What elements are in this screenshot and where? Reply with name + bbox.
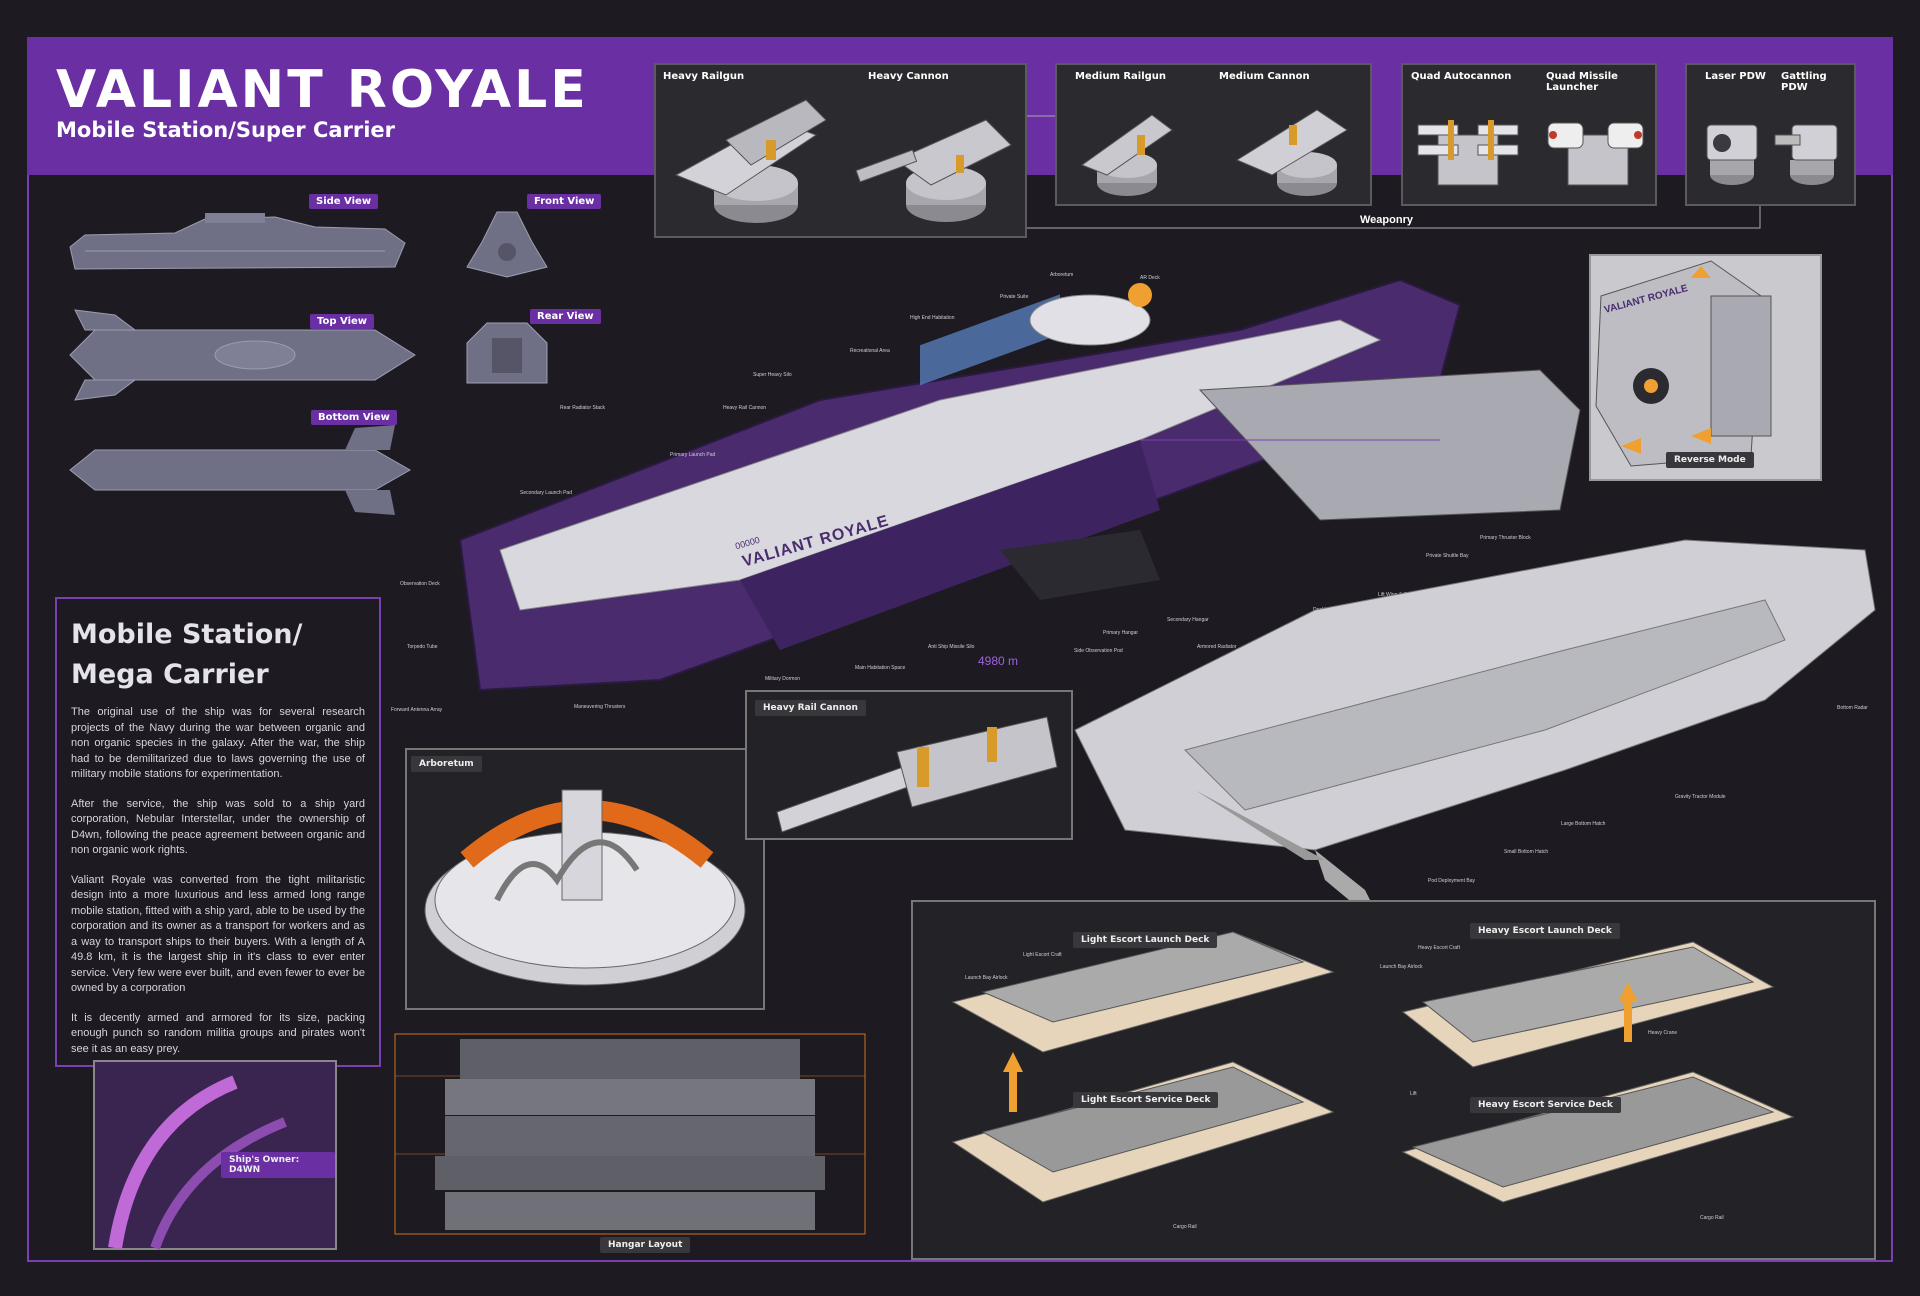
hangar-layout-illustration [394, 1033, 866, 1235]
description-paragraph: Valiant Royale was converted from the ti… [71, 873, 365, 995]
deck-callout: Launch Bay Airlock [965, 975, 1008, 981]
deck-callout: Heavy Escort Craft [1418, 945, 1460, 951]
arboretum-label: Arboretum [411, 756, 482, 772]
weapon-label: Heavy Railgun [663, 71, 745, 82]
description-heading-line-1: Mobile Station/ [71, 619, 303, 650]
top-view-tag: Top View [310, 314, 375, 329]
ship-callout: Observation Deck [400, 581, 440, 587]
rear-radiator-callout: Rear Radiator Stack [560, 405, 606, 411]
ship-callout: Private Suite [1000, 294, 1029, 300]
front-view-illustration [466, 211, 548, 278]
weapon-panel-medium: Medium Railgun Medium Cannon [1055, 63, 1372, 206]
weapon-label: Quad Missile Launcher [1546, 71, 1618, 93]
page-title: VALIANT ROYALE [56, 60, 589, 120]
weapon-label: Heavy Cannon [868, 71, 949, 82]
reverse-mode-label: Reverse Mode [1666, 452, 1754, 468]
ship-callout: Military Dormon [765, 676, 801, 682]
escort-decks-panel: Light Escort Launch Deck Light Escort Se… [911, 900, 1876, 1260]
reverse-mode-panel: VALIANT ROYALE Reverse Mode [1589, 254, 1822, 481]
description-paragraph: It is decently armed and armored for its… [71, 1011, 365, 1055]
ship-callout: AR Deck [1140, 275, 1160, 281]
bottom-ship-callout: Large Bottom Hatch [1561, 821, 1606, 827]
deck-callout: Cargo Rail [1173, 1224, 1197, 1230]
bottom-view-illustration [69, 425, 412, 515]
weapon-panel-quad: Quad Autocannon Quad Missile Launcher [1401, 63, 1657, 206]
weapon-panel-heavy: Heavy Railgun Heavy Cannon [654, 63, 1027, 238]
bottom-ship-callout: Bottom Radar [1837, 705, 1868, 711]
heavy-rail-cannon-label: Heavy Rail Cannon [755, 700, 866, 716]
description-heading-line-2: Mega Carrier [71, 659, 269, 690]
reverse-mode-illustration [1591, 256, 1820, 479]
weapon-label: Gattling PDW [1781, 71, 1827, 93]
ship-callout: Side Observation Pod [1074, 648, 1123, 654]
bottom-ship-callout: Small Bottom Hatch [1504, 849, 1549, 855]
top-view-illustration [69, 309, 416, 401]
side-view-illustration [69, 213, 406, 270]
rear-view-illustration [466, 322, 548, 384]
quad-weapons-illustration [1417, 120, 1644, 186]
ship-callout: Arboretum [1050, 272, 1074, 278]
ship-callout: Primary Hangar [1103, 630, 1139, 636]
deck-callout: Light Escort Craft [1023, 952, 1062, 958]
light-launch-deck-label: Light Escort Launch Deck [1073, 932, 1218, 948]
side-view-tag: Side View [309, 194, 379, 209]
ship-callout: Recreational Area [850, 348, 890, 354]
deck-callout: Heavy Crane [1648, 1030, 1678, 1036]
weapon-panel-pdw: Laser PDW Gattling PDW [1685, 63, 1856, 206]
ship-callout: Main Habitation Space [855, 665, 906, 671]
ship-callout: Maneuvering Thrusters [574, 704, 626, 710]
description-panel: Mobile Station/ Mega Carrier The origina… [55, 597, 381, 1067]
weapon-label: Quad Autocannon [1411, 71, 1512, 82]
owner-label: Ship's Owner: D4WN [221, 1152, 335, 1178]
page-subtitle: Mobile Station/Super Carrier [56, 118, 396, 142]
ship-callout: Super Heavy Silo [753, 372, 792, 378]
heavy-service-deck-label: Heavy Escort Service Deck [1470, 1097, 1621, 1113]
owner-panel: Ship's Owner: D4WN [93, 1060, 337, 1250]
front-view-tag: Front View [527, 194, 602, 209]
heavy-weapons-illustration [674, 99, 1012, 223]
weapon-label: Medium Cannon [1219, 71, 1310, 82]
heavy-launch-deck-label: Heavy Escort Launch Deck [1470, 923, 1620, 939]
weapon-label: Laser PDW [1705, 71, 1766, 82]
weaponry-section-label: Weaponry [1357, 214, 1416, 226]
ship-callout: Primary Thruster Block [1480, 535, 1531, 541]
heavy-rail-cannon-panel: Heavy Rail Cannon [745, 690, 1073, 840]
pdw-weapons-illustration [1706, 124, 1838, 185]
hangar-layout-label: Hangar Layout [600, 1237, 691, 1253]
main-ship-illustration [458, 278, 1581, 692]
heavy-rail-cannon-illustration [776, 716, 1058, 833]
ship-callout: Anti Ship Missile Silo [928, 644, 975, 650]
bottom-ship-callout: Armored Radiator [1197, 644, 1237, 650]
ship-callout: Forward Antenna Array [391, 707, 443, 713]
deck-callout: Lift [1410, 1091, 1417, 1097]
ship-length-label: 4980 m [978, 654, 1019, 668]
ship-callout: Heavy Rail Cannon [723, 405, 767, 411]
deck-callout: Launch Bay Airlock [1380, 964, 1423, 970]
bottom-ship-illustration [1074, 539, 1876, 930]
bottom-ship-callout: Pod Deployment Bay [1428, 878, 1475, 884]
light-service-deck-label: Light Escort Service Deck [1073, 1092, 1219, 1108]
medium-weapons-illustration [1080, 109, 1348, 196]
description-paragraph: After the service, the ship was sold to … [71, 797, 365, 857]
ship-callout: Torpedo Tube [407, 644, 438, 650]
rear-view-tag: Rear View [530, 309, 601, 324]
description-paragraph: The original use of the ship was for sev… [71, 706, 365, 780]
ship-callout: Private Shuttle Bay [1426, 553, 1469, 559]
ship-callout: Secondary Launch Pad [520, 490, 572, 496]
arboretum-illustration [424, 789, 746, 986]
ship-callout: Secondary Hangar [1167, 617, 1209, 623]
ship-callout: High End Habitation [910, 315, 955, 321]
bottom-ship-callout: Gravity Tractor Module [1675, 794, 1726, 800]
deck-callout: Cargo Rail [1700, 1215, 1724, 1221]
weapon-label: Medium Railgun [1075, 71, 1167, 82]
escort-decks-illustration [951, 931, 1795, 1203]
arboretum-panel: Arboretum [405, 748, 765, 1010]
ship-callout: Primary Launch Pad [670, 452, 716, 458]
bottom-view-tag: Bottom View [311, 410, 397, 425]
